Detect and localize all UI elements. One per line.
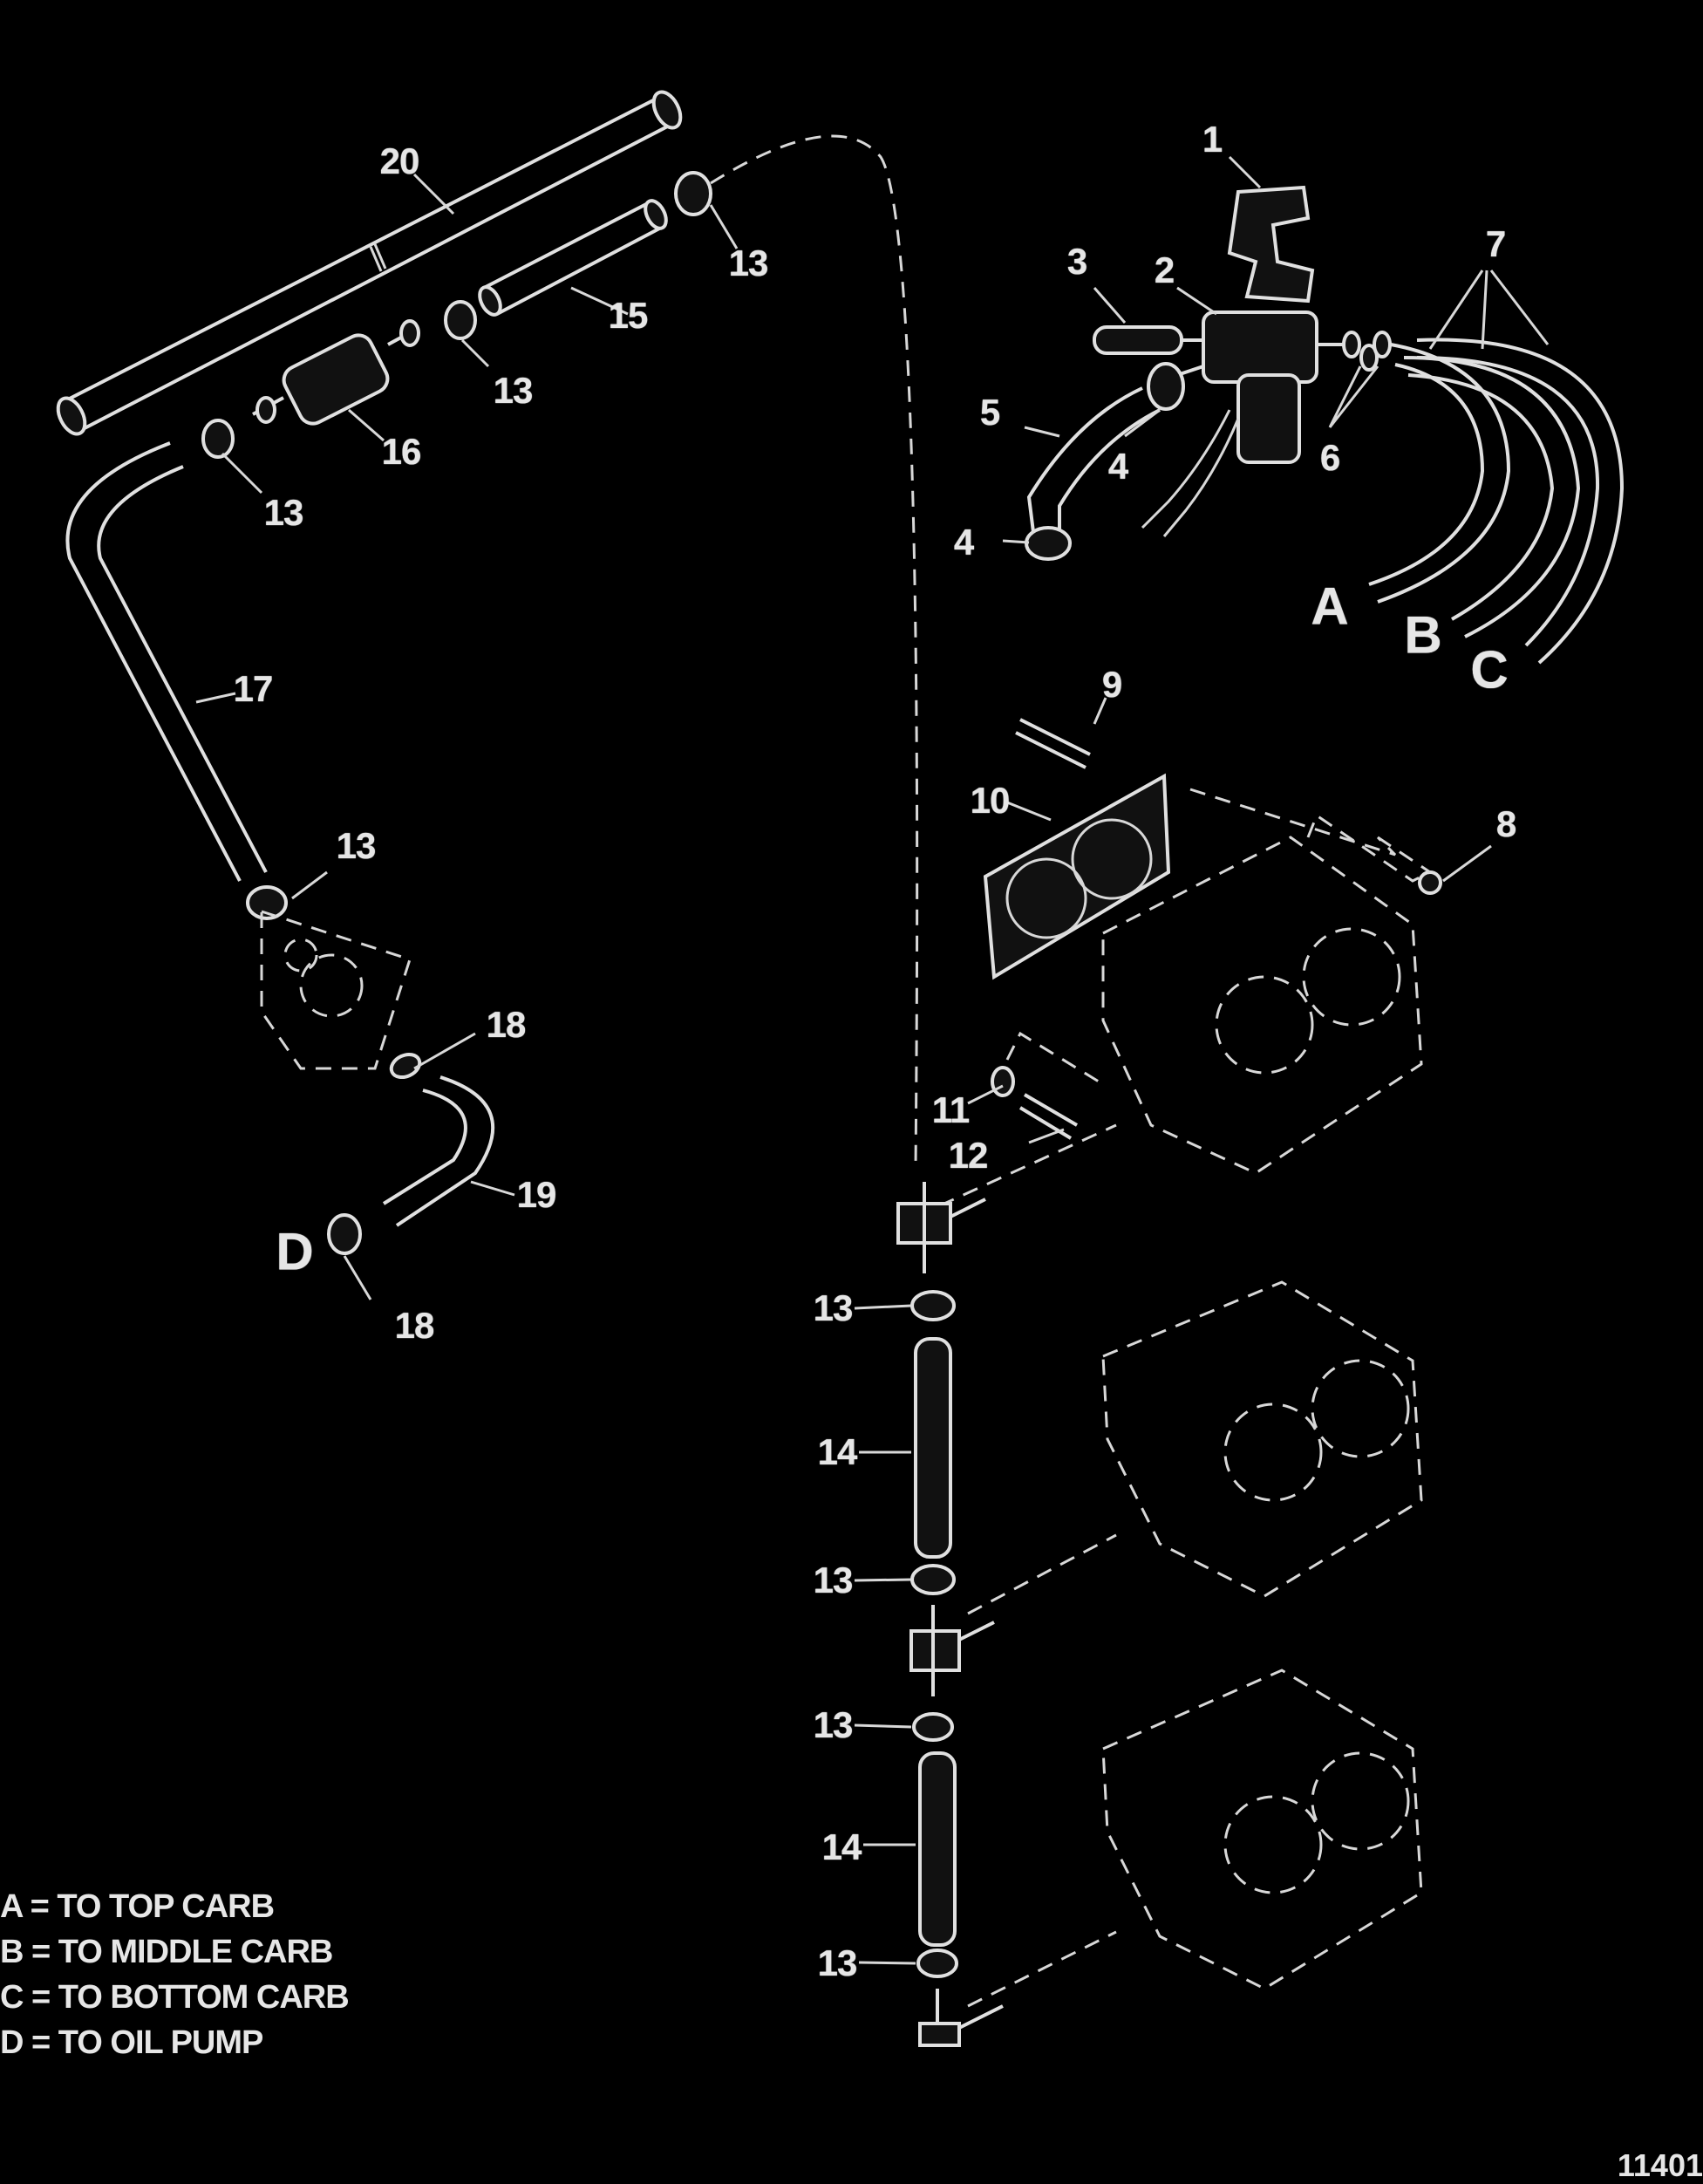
- legend-line-c: C = TO BOTTOM CARB: [0, 1979, 350, 2016]
- marker-b: B: [1404, 605, 1442, 665]
- callout-12: 12: [948, 1135, 989, 1176]
- part-12-screw: [1018, 1093, 1079, 1140]
- callout-4-upper: 4: [1107, 446, 1128, 487]
- part-13-clamp-pump: [246, 885, 288, 920]
- leader-lines: [195, 155, 1550, 1965]
- elbow-fitting-bottom: [918, 1989, 1004, 2047]
- callout-13-a: 13: [728, 242, 769, 283]
- part-1-bracket: [1227, 185, 1315, 304]
- callout-10: 10: [970, 780, 1011, 821]
- callout-8: 8: [1495, 803, 1516, 844]
- tee-fitting-middle: [909, 1605, 995, 1696]
- callout-15: 15: [608, 295, 649, 336]
- callout-17: 17: [233, 668, 274, 709]
- callout-13-f: 13: [813, 1560, 854, 1600]
- callout-6: 6: [1319, 437, 1340, 478]
- part-20-fuel-hose: [56, 90, 683, 436]
- callout-16: 16: [381, 431, 422, 472]
- part-6-fittings: [1342, 331, 1392, 372]
- callout-14-upper: 14: [817, 1431, 858, 1472]
- marker-a: A: [1311, 577, 1349, 636]
- part-17-hose: [65, 441, 268, 882]
- callout-13-h: 13: [817, 1942, 858, 1983]
- callout-7: 7: [1485, 223, 1506, 264]
- carburetor-top-reference: [1101, 813, 1431, 1175]
- figure-number: 11401: [1617, 2147, 1703, 2183]
- part-3-hose: [1093, 325, 1183, 355]
- callout-13-d: 13: [336, 825, 377, 866]
- callout-13-g: 13: [813, 1704, 854, 1745]
- callout-3: 3: [1066, 241, 1087, 282]
- legend: A = TO TOP CARB B = TO MIDDLE CARB C = T…: [0, 1884, 350, 2065]
- part-4-clamp-upper: [1147, 362, 1185, 411]
- part-14-hose-upper: [914, 1337, 952, 1559]
- tee-fitting-top: [896, 1182, 986, 1273]
- part-14-hose-lower: [918, 1751, 957, 1947]
- carburetor-middle-reference: [1101, 1280, 1423, 1598]
- part-9-stud: [1015, 718, 1091, 769]
- part-7-hoses: [1368, 338, 1625, 665]
- part-13-clamps-top: [201, 171, 712, 459]
- part-4-clamp-lower: [1025, 526, 1072, 561]
- callout-19: 19: [516, 1174, 557, 1215]
- callout-13-e: 13: [813, 1287, 854, 1328]
- callout-11: 11: [931, 1089, 970, 1130]
- part-5-hose: [1026, 386, 1161, 533]
- part-11-washer: [991, 1066, 1015, 1097]
- callout-13-b: 13: [493, 370, 534, 411]
- part-18-clip-lower: [327, 1213, 362, 1255]
- callout-18-upper: 18: [486, 1004, 527, 1045]
- legend-line-d: D = TO OIL PUMP: [0, 2024, 263, 2061]
- fuel-pump-reference: [260, 909, 412, 1070]
- callout-13-c: 13: [263, 492, 304, 533]
- part-13-clamps-vertical: [910, 1290, 958, 1978]
- fuel-route-dashed: [710, 134, 1431, 2008]
- part-18-clip-upper: [389, 1052, 422, 1080]
- callout-2: 2: [1154, 249, 1175, 290]
- callout-14-lower: 14: [821, 1826, 862, 1867]
- part-19-hose: [382, 1075, 495, 1227]
- legend-line-a: A = TO TOP CARB: [0, 1888, 275, 1925]
- part-8-screw: [1418, 870, 1442, 895]
- marker-c: C: [1470, 640, 1509, 700]
- part-15-hose: [478, 199, 668, 317]
- part-16-fuel-filter: [252, 319, 420, 426]
- marker-d: D: [276, 1222, 314, 1281]
- part-10-gasket: [983, 773, 1171, 980]
- callout-4-lower: 4: [953, 522, 974, 563]
- callout-5: 5: [979, 392, 1000, 433]
- legend-line-b: B = TO MIDDLE CARB: [0, 1934, 333, 1970]
- callout-1: 1: [1202, 119, 1223, 160]
- callout-18-lower: 18: [394, 1305, 435, 1346]
- carburetor-bottom-reference: [1101, 1669, 1423, 1990]
- callout-20: 20: [379, 140, 420, 181]
- callout-9: 9: [1101, 664, 1122, 705]
